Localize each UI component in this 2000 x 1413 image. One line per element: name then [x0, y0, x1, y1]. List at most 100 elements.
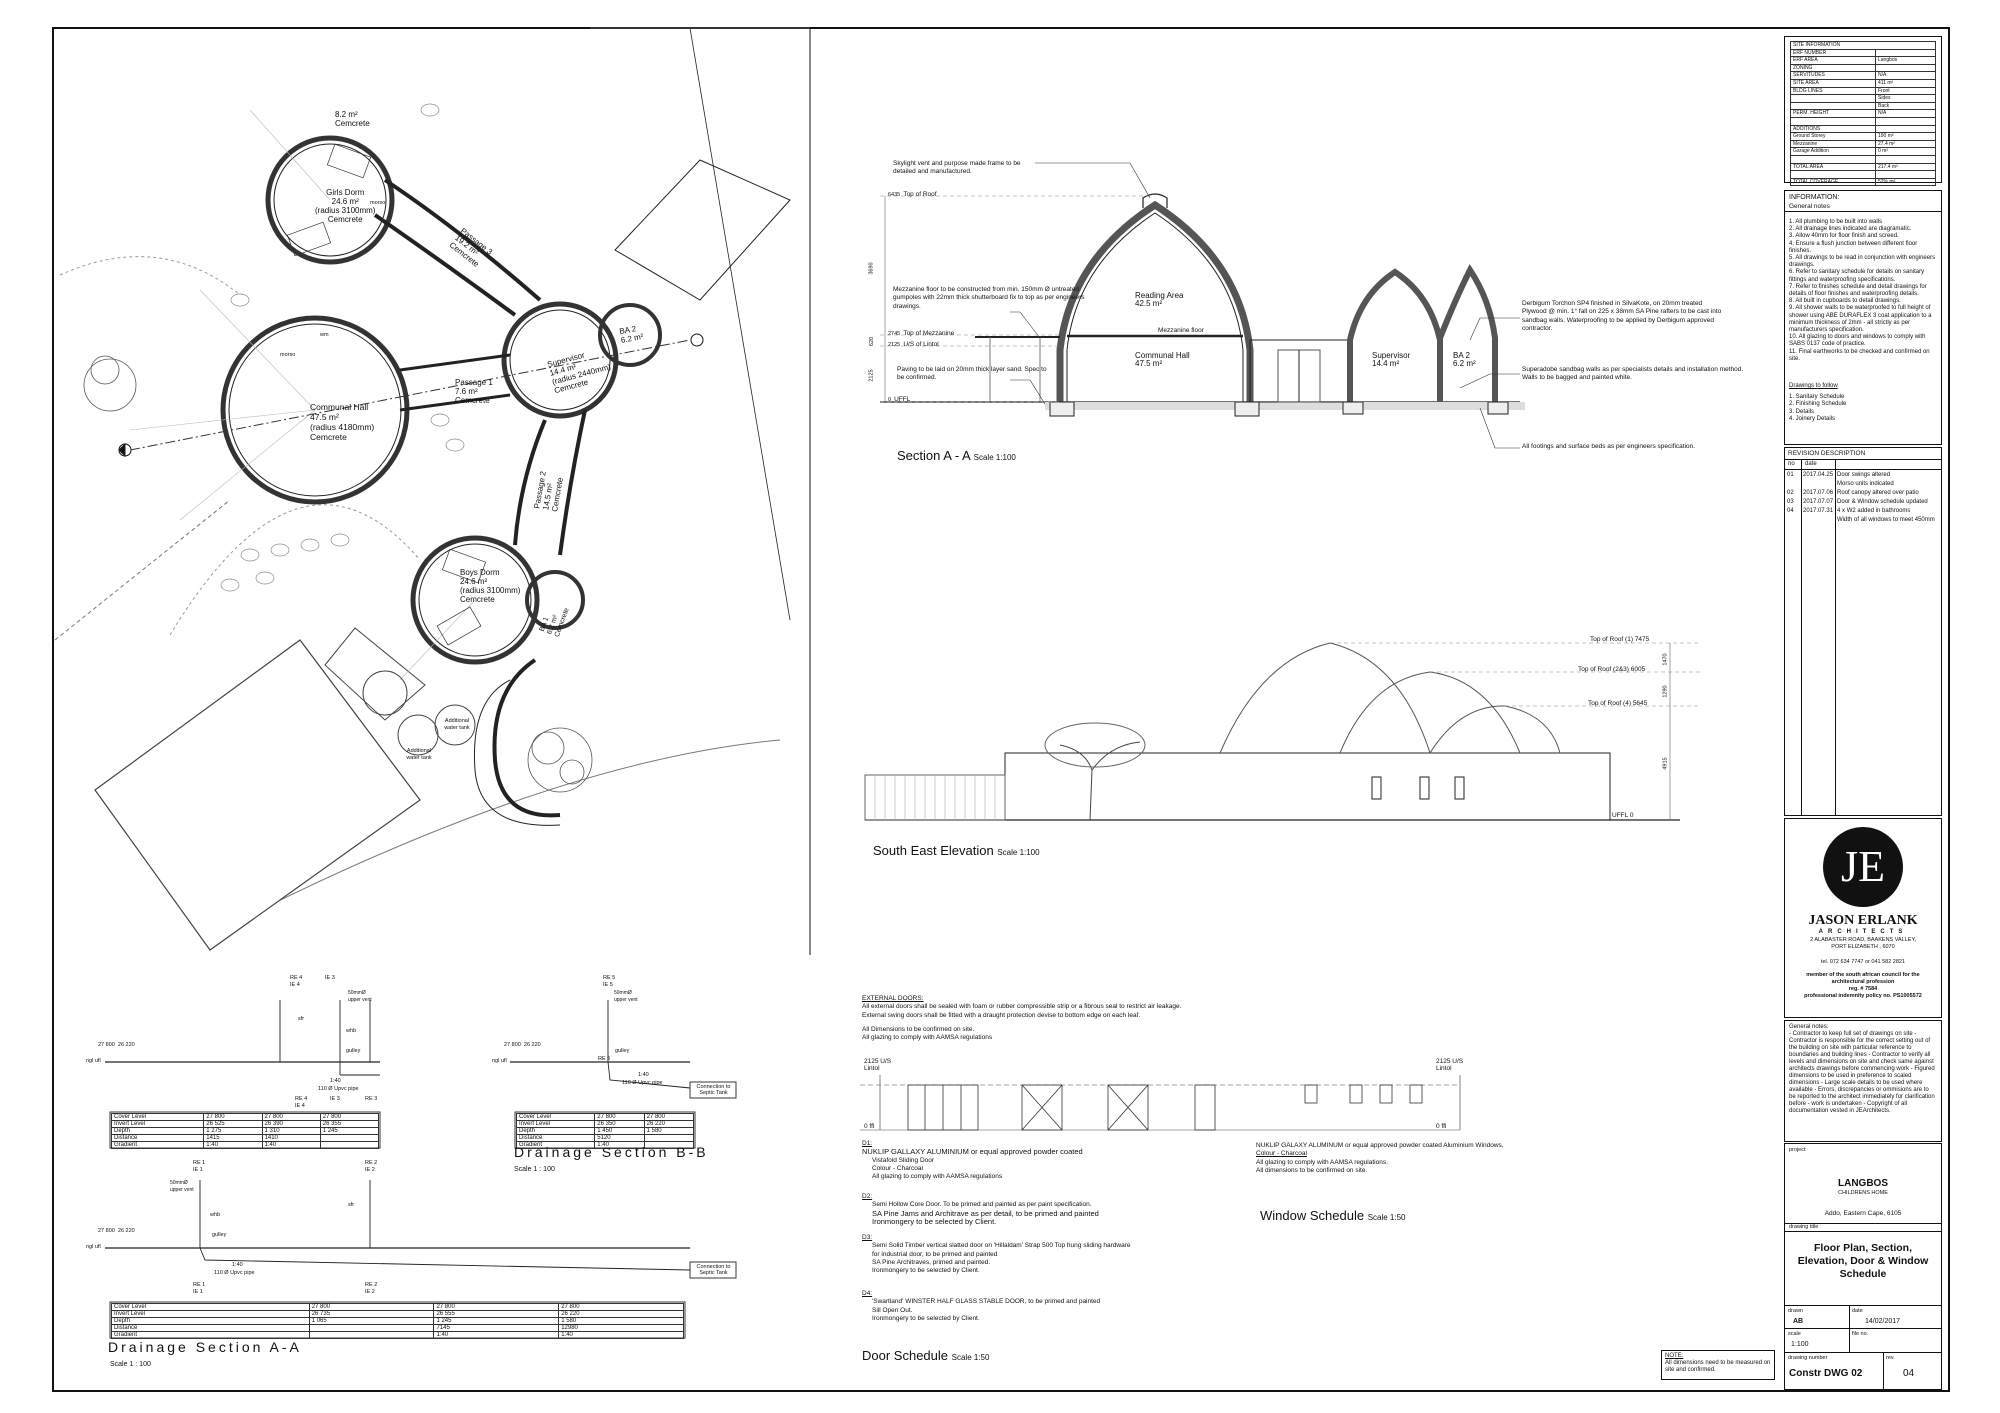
general-note: 7. Refer to finishes schedule and detail… [1789, 283, 1927, 298]
project-name: LANGBOS [1838, 1178, 1888, 1189]
general-note: 8. All built in cupboards to detail draw… [1789, 298, 1901, 305]
window-spec: NUKLIP GALAXY ALUMINUM or equal approved… [1256, 1142, 1504, 1174]
general-note: 9. All shower walls to be waterproofed t… [1789, 305, 1932, 334]
drawing-number: Constr DWG 02 [1789, 1368, 1863, 1379]
floor-plan [54, 27, 810, 951]
drain-bb-connection: Connection to Septic Tank [696, 1084, 731, 1096]
deck-bottom [94, 627, 426, 951]
site-info-row: Sides [1790, 94, 1936, 103]
drain-top-whb: whb [346, 1028, 357, 1034]
door-spec-d3: D3: Semi Solid Timber vertical slatted d… [862, 1234, 1131, 1275]
firm-logo: JE [1823, 827, 1903, 907]
section-aa-drawing [880, 162, 1525, 449]
drainage-aa-scale: Scale 1 : 100 [110, 1361, 151, 1368]
site-info-row [1790, 170, 1936, 179]
drain-top-gulley: gulley [346, 1048, 361, 1054]
drain-aa-whb: whb [210, 1212, 221, 1218]
water-tank-label-1: Additional water tank [444, 718, 470, 731]
general-note: 4. Ensure a flush junction between diffe… [1789, 240, 1918, 254]
general-notes-box: General notes: - Contractor to keep full… [1784, 1020, 1942, 1142]
section-note-footings: All footings and surface beds as per eng… [1522, 443, 1696, 450]
section-dim: 620 [869, 336, 876, 347]
site-info-row: ADDITIONS [1790, 124, 1936, 134]
general-note: 2. All drainage lines indicated are diag… [1789, 226, 1912, 233]
firm-sub: ARCHITECTS [1818, 929, 1908, 935]
drawing-title-box: Floor Plan, Section, Elevation, Door & W… [1784, 1231, 1942, 1307]
wm-label: wm [320, 332, 329, 338]
general-note: 6. Refer to sanitary schedule for detail… [1789, 269, 1925, 283]
morso-label: morso [370, 200, 386, 206]
drawing-title: Floor Plan, Section, Elevation, Door & W… [1797, 1242, 1929, 1280]
drain-bb-ngl: ngl ufl [492, 1058, 507, 1064]
drain-top-pipe: 110 Ø Upvc pipe [318, 1086, 359, 1092]
door-window-elevations [860, 1075, 1461, 1131]
door-ffl-label: 0 ffl [864, 1123, 875, 1130]
drain-bb-fall: 1:40 [638, 1072, 649, 1078]
drain-top-labels: IE 3 [325, 975, 335, 981]
external-doors-notes: EXTERNAL DOORS: All external doors shall… [862, 995, 1182, 1042]
drain-aa-sfr: sfr [348, 1202, 355, 1208]
elevation-title: South East Elevation Scale 1:100 [873, 843, 1040, 858]
door-spec-d4: D4: 'Swartland' WINSTER HALF GLASS STABL… [862, 1290, 1101, 1322]
drain-top-re: RE 3 [365, 1096, 378, 1102]
revision-number: 04 [1903, 1368, 1915, 1379]
section-note-sandbag: Superadobe sandbag walls as per speciali… [1522, 366, 1744, 382]
drain-bb-vent: 50mmØ upper vent [614, 990, 638, 1003]
site-info-row: ZONING [1790, 63, 1936, 73]
elevation-level-uffl: UFFL 0 [1612, 812, 1634, 819]
door-spec-d2: D2: Semi Hollow Core Door. To be primed … [862, 1193, 1099, 1226]
drain-aa-pipe: 110 Ø Upvc pipe [214, 1270, 255, 1276]
section-note-mezzanine: Mezzanine floor to be constructed from m… [893, 286, 1085, 310]
section-dim: 2125 [868, 369, 875, 382]
sheet-border [52, 27, 1950, 1392]
drain-aa-vent: 50mmØ upper vent [170, 1180, 194, 1193]
door-spec-d1: D1: NUKLIP GALLAXY ALUMINIUM or equal ap… [862, 1140, 1083, 1181]
section-mezz-floor-label: Mezzanine floor [1158, 327, 1204, 334]
site-info-row [1790, 116, 1936, 126]
drain-bb-cl: 27 800 26 220 [504, 1042, 541, 1048]
firm-box: JE JASON ERLANK ARCHITECTS 2 ALABASTER R… [1784, 818, 1942, 1018]
drain-aa-gulley: gulley [212, 1232, 227, 1238]
door-schedule-title: Door Schedule Scale 1:50 [862, 1348, 990, 1363]
general-note: 3. Allow 40mm for floor finish and scree… [1789, 233, 1899, 240]
drain-top-vent: 50mmØ upper vent [348, 990, 372, 1003]
drainage-bb-scale: Scale 1 : 100 [514, 1166, 555, 1173]
site-info-row: ERF NUMBER [1790, 48, 1936, 58]
elevation-level-roof4: Top of Roof (4) 5645 [1588, 700, 1648, 707]
drawing-meta-box: drawn AB date 14/02/2017 scale 1:100 fil… [1784, 1305, 1942, 1390]
project-box: project LANGBOS CHILDRENS HOME Addo, Eas… [1784, 1143, 1942, 1233]
general-note: 5. All drawings to be read in conjunctio… [1789, 255, 1936, 269]
drainage-aa-title: Drainage Section A-A [108, 1339, 302, 1355]
general-note: 11. Final earthworks to be checked and c… [1789, 348, 1930, 362]
drain-aa-cl: 27 800 26 220 [98, 1228, 135, 1234]
morso-label: morso [280, 352, 296, 358]
